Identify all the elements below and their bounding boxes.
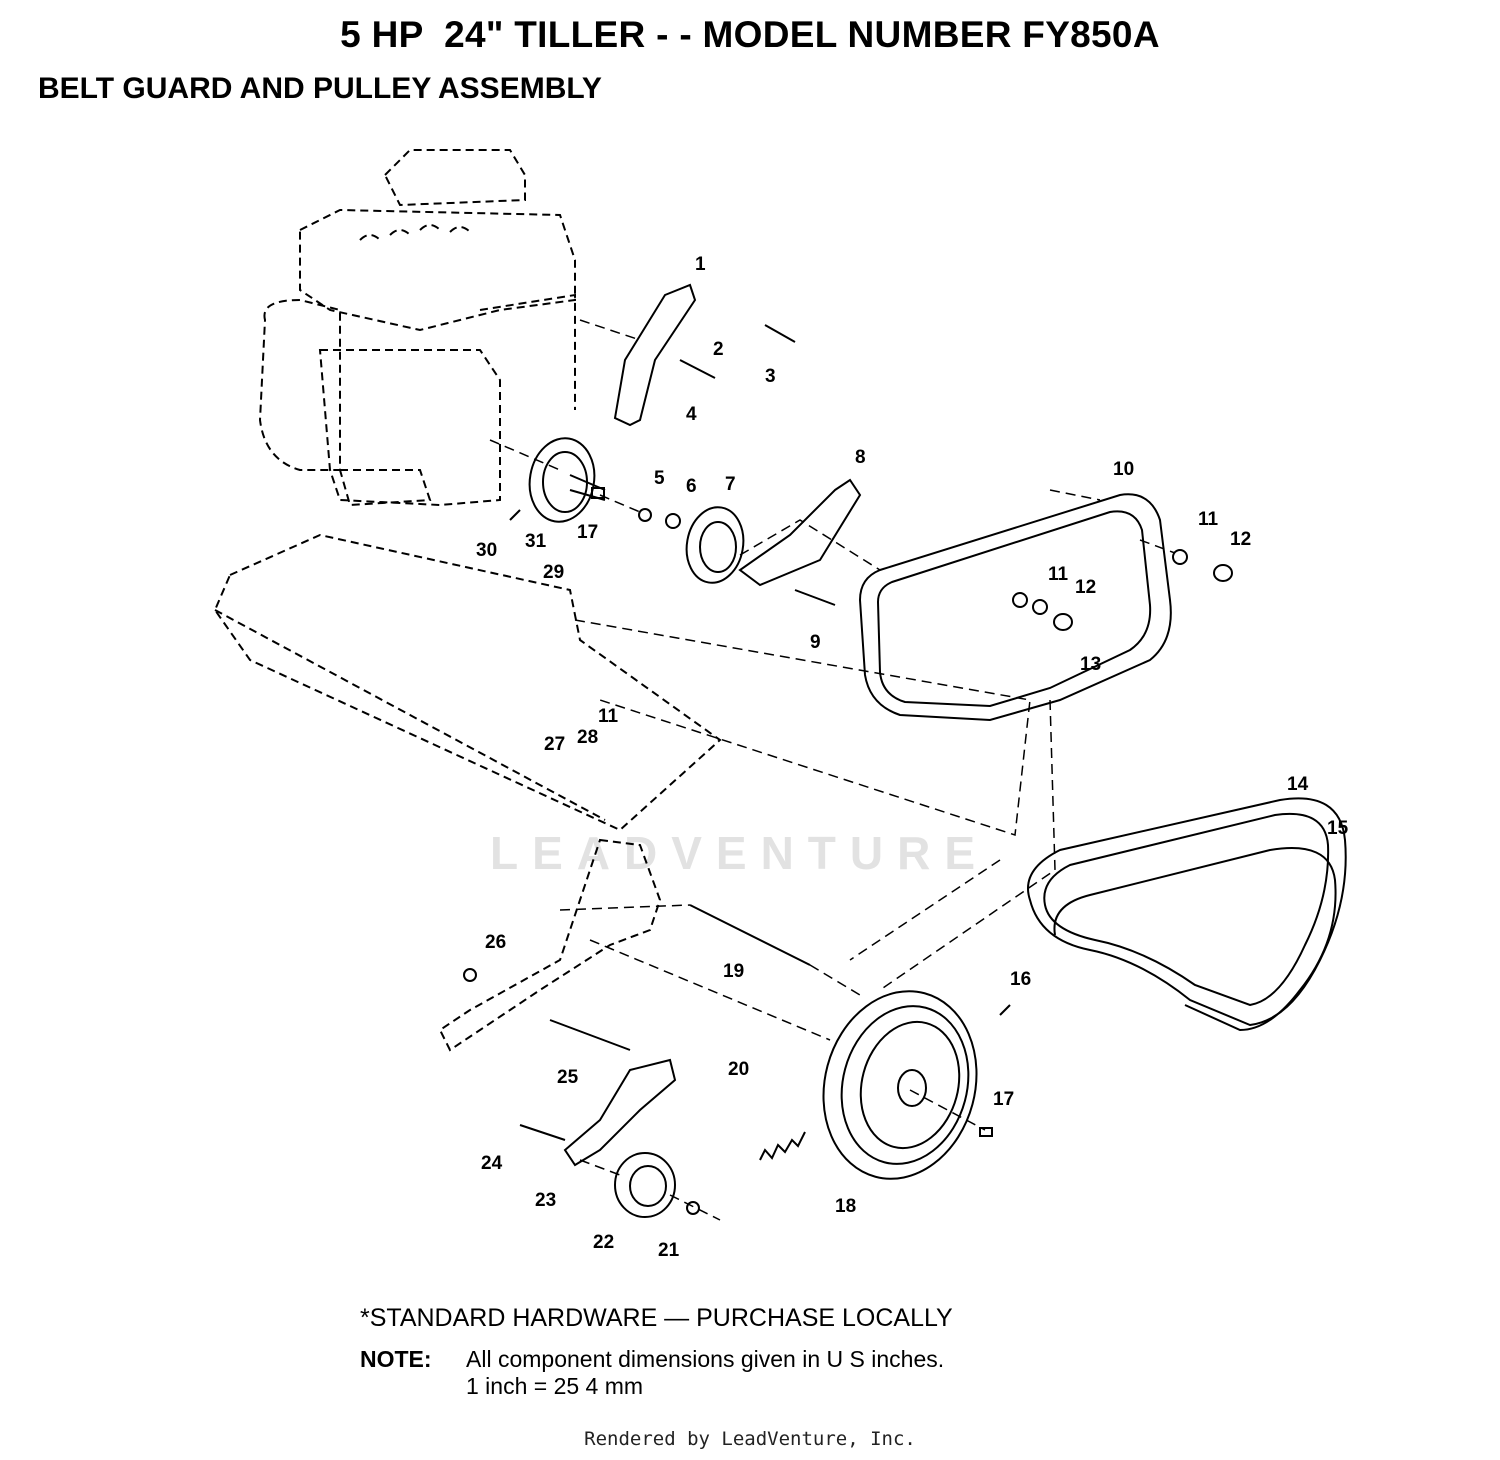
alignment-lines — [489, 319, 1176, 1221]
callout-label: 25 — [557, 1067, 579, 1088]
frame-bracket-outline — [438, 838, 662, 1052]
watermark: LEADVENTURE — [490, 827, 990, 879]
callout-label: 16 — [1010, 969, 1031, 990]
rendered-by-credit: Rendered by LeadVenture, Inc. — [584, 1428, 916, 1450]
bracket-1 — [613, 283, 697, 427]
callout-label: 26 — [485, 932, 506, 953]
callout-label: 11 — [598, 706, 619, 727]
diagram-subtitle: BELT GUARD AND PULLEY ASSEMBLY — [38, 72, 602, 105]
note-label: NOTE: — [360, 1346, 432, 1372]
hardware-note: *STANDARD HARDWARE — PURCHASE LOCALLY — [360, 1304, 953, 1332]
bracket-8 — [738, 478, 862, 587]
dimension-note: NOTE: All component dimensions given in … — [360, 1346, 944, 1400]
diagram-title: 5 HP 24" TILLER - - MODEL NUMBER FY850A — [340, 14, 1160, 55]
pulley-7 — [685, 506, 745, 584]
note-lines: All component dimensions given in U S in… — [466, 1346, 944, 1400]
callout-label: 24 — [481, 1153, 503, 1174]
callout-label: 11 — [1198, 509, 1219, 530]
shaft-19 — [689, 904, 811, 966]
callout-label: 11 — [1048, 564, 1069, 585]
callout-label: 10 — [1113, 459, 1134, 480]
callout-label: 15 — [1327, 818, 1349, 839]
engine-pulley — [528, 437, 606, 523]
callout-label: 31 — [525, 531, 547, 552]
callout-label: 29 — [543, 562, 564, 583]
callout-label: 27 — [544, 734, 565, 755]
callout-label: 9 — [810, 632, 821, 653]
callout-label: 21 — [658, 1240, 680, 1261]
engine-outline — [258, 149, 576, 507]
callout-label: 7 — [725, 474, 736, 495]
idler-pulley — [614, 1152, 676, 1218]
callout-label: 19 — [723, 961, 744, 982]
callout-label: 23 — [535, 1190, 556, 1211]
shaft-25 — [549, 1019, 631, 1051]
callout-label: 17 — [993, 1089, 1014, 1110]
callout-label: 28 — [577, 727, 598, 748]
callout-label: 2 — [713, 339, 724, 360]
large-pulley — [822, 990, 978, 1180]
callout-label: 5 — [654, 468, 665, 489]
drive-belts — [1027, 797, 1347, 1032]
callout-label: 30 — [476, 540, 497, 561]
spring — [759, 1131, 806, 1161]
callout-label: 22 — [593, 1232, 614, 1253]
callout-label: 12 — [1075, 577, 1096, 598]
callout-label: 6 — [686, 476, 697, 497]
callout-label: 8 — [855, 447, 866, 468]
callout-label: 17 — [577, 522, 598, 543]
belt-guard — [858, 493, 1172, 722]
callout-label: 4 — [686, 404, 697, 425]
tine-shield-outline — [213, 533, 722, 832]
callout-label: 12 — [1230, 529, 1251, 550]
callout-label: 13 — [1080, 654, 1101, 675]
note-line: 1 inch = 25 4 mm — [466, 1373, 644, 1399]
callout-label: 3 — [765, 366, 776, 387]
idler-arm — [563, 1058, 677, 1167]
callout-label: 18 — [835, 1196, 856, 1217]
note-line: All component dimensions given in U S in… — [466, 1346, 945, 1372]
hardware-fasteners — [463, 324, 1233, 1215]
callout-label: 20 — [728, 1059, 749, 1080]
callout-label: 1 — [695, 254, 706, 275]
callout-label: 14 — [1287, 774, 1309, 795]
